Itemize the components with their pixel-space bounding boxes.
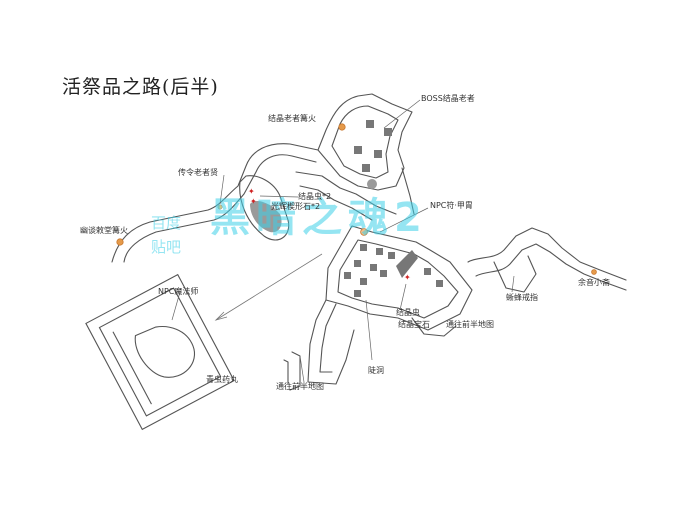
item-mark-3: ✦	[404, 273, 411, 282]
corridor-south-inner	[319, 303, 337, 373]
bonfire-npc-armor	[360, 228, 368, 236]
chamber-east	[493, 255, 537, 293]
label-faded-bonfire: 幽谈敕堂篝火	[80, 226, 128, 235]
passage-east-inner	[475, 243, 627, 291]
passage-to-boss-inner	[299, 185, 373, 221]
label-green-herb: 青虫药丸	[206, 375, 238, 384]
watermark-main: 黑暗之魂2	[210, 195, 428, 241]
label-front-map-left: 通往前半地图	[276, 382, 324, 391]
boss-area-outline	[317, 93, 413, 191]
label-crystal-lizard: 结晶虫*2	[298, 192, 332, 201]
watermark-line1: 百度	[151, 214, 182, 232]
building-11	[344, 272, 351, 279]
arrow-to-magician	[214, 253, 323, 321]
passage-upper-left	[111, 143, 319, 263]
item-mark-1: ✦	[248, 187, 255, 196]
label-extra-path: 余音小斋	[578, 278, 610, 287]
label-boss: BOSS结晶老者	[421, 94, 475, 103]
building-12	[360, 278, 367, 285]
label-luminous-stone: 光辉楔形石*2	[271, 202, 321, 211]
item-mark-2: ✦	[250, 197, 257, 206]
building-2	[384, 128, 392, 136]
bonfire-faded	[116, 238, 124, 246]
label-order-elder: 传令老者贤	[178, 168, 218, 177]
building-15	[424, 268, 431, 275]
marker-order-elder	[217, 204, 223, 210]
boss-area-inner	[331, 105, 399, 179]
exit-south-left-inner	[283, 359, 289, 385]
building-3	[354, 146, 362, 154]
pool-round	[367, 179, 377, 189]
passage-east	[467, 227, 627, 281]
building-10	[370, 264, 377, 271]
chamber-pool	[250, 200, 282, 233]
bonfire-extra	[591, 269, 597, 275]
label-crystal-elder-bonfire: 结晶老者篝火	[268, 114, 316, 123]
building-8	[388, 252, 395, 259]
building-14	[354, 290, 361, 297]
label-front-map-right: 通往前半地图	[446, 320, 494, 329]
watermark-line2: 贴吧	[151, 238, 182, 256]
building-4	[374, 150, 382, 158]
central-hall-inner	[337, 239, 459, 319]
boss-area-spur	[401, 167, 415, 215]
label-crystal-worm: 结晶虫	[396, 308, 420, 317]
label-pit: 陡洞	[368, 366, 384, 375]
bonfire-crystal-elder	[338, 123, 346, 131]
building-6	[360, 244, 367, 251]
label-npc-magician: NPC魔法师	[158, 287, 199, 296]
building-16	[436, 280, 443, 287]
map-title: 活祭品之路(后半)	[62, 76, 219, 98]
building-long	[396, 250, 418, 278]
chamber-wedge	[239, 175, 290, 241]
magician-room	[85, 273, 235, 431]
exit-south-left	[289, 351, 301, 391]
label-hidden-tree: 蜥蜂戒指	[506, 293, 538, 302]
central-hall-outline	[325, 225, 473, 331]
building-13	[380, 270, 387, 277]
passage-to-boss	[295, 171, 397, 215]
label-npc-armor: NPC符·甲胄	[430, 201, 473, 210]
corridor-south	[307, 299, 355, 385]
building-7	[376, 248, 383, 255]
building-1	[366, 120, 374, 128]
label-crystal-ore: 结晶宝石	[398, 320, 430, 329]
building-9	[354, 260, 361, 267]
passage-upper-left-inner	[123, 154, 317, 263]
building-5	[362, 164, 370, 172]
exit-east	[411, 317, 457, 337]
